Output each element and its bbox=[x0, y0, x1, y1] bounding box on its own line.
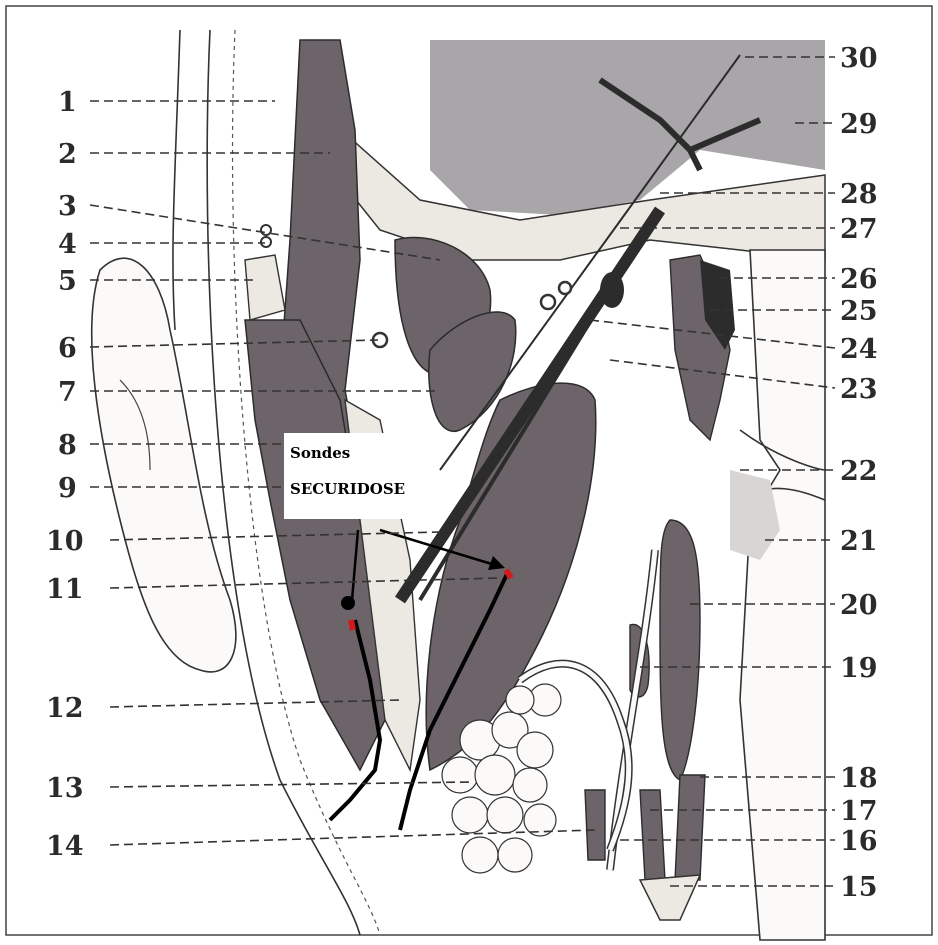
label-30: 30 bbox=[840, 43, 878, 74]
probe-1-tip bbox=[351, 620, 353, 630]
label-7: 7 bbox=[58, 377, 77, 408]
label-3: 3 bbox=[58, 191, 77, 222]
callout-line-1: Sondes bbox=[290, 443, 432, 463]
label-23: 23 bbox=[840, 374, 878, 405]
label-13: 13 bbox=[46, 773, 84, 804]
probe-callout: Sondes SECURIDOSE bbox=[284, 433, 432, 519]
label-2: 2 bbox=[58, 139, 77, 170]
label-21: 21 bbox=[840, 526, 878, 557]
label-20: 20 bbox=[840, 590, 878, 621]
label-6: 6 bbox=[58, 333, 77, 364]
label-26: 26 bbox=[840, 264, 878, 295]
label-14: 14 bbox=[46, 831, 84, 862]
label-27: 27 bbox=[840, 214, 878, 245]
dark-foramen bbox=[600, 272, 624, 308]
label-25: 25 bbox=[840, 296, 878, 327]
label-19: 19 bbox=[840, 653, 878, 684]
label-16: 16 bbox=[840, 826, 878, 857]
label-29: 29 bbox=[840, 109, 878, 140]
label-5: 5 bbox=[58, 266, 77, 297]
label-15: 15 bbox=[840, 872, 878, 903]
label-18: 18 bbox=[840, 763, 878, 794]
label-10: 10 bbox=[46, 526, 84, 557]
probe-2-tip bbox=[506, 570, 511, 578]
label-17: 17 bbox=[840, 796, 878, 827]
label-28: 28 bbox=[840, 179, 878, 210]
label-8: 8 bbox=[58, 430, 77, 461]
label-9: 9 bbox=[58, 473, 77, 504]
label-4: 4 bbox=[58, 229, 77, 260]
label-22: 22 bbox=[840, 456, 878, 487]
label-24: 24 bbox=[840, 334, 878, 365]
callout-line-2: SECURIDOSE bbox=[290, 479, 432, 499]
label-12: 12 bbox=[46, 693, 84, 724]
label-1: 1 bbox=[58, 87, 77, 118]
label-11: 11 bbox=[46, 574, 84, 605]
